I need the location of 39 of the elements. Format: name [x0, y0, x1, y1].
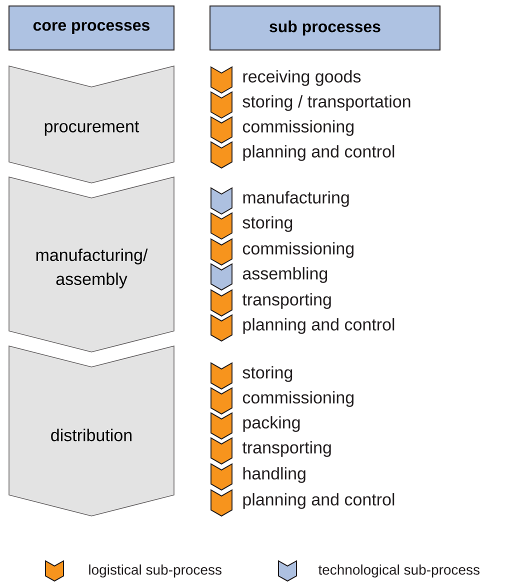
- sub-process-chevron: storing / transportation: [210, 91, 410, 119]
- node-label: planning and control: [243, 145, 394, 161]
- sub-process-chevron: commissioning: [210, 238, 354, 266]
- node-label: packing: [243, 416, 300, 432]
- node-label: storing / transportation: [242, 95, 410, 111]
- node-label: storing: [242, 366, 292, 382]
- core-process-band: distribution: [8, 345, 174, 516]
- header-box: sub processes: [210, 6, 440, 50]
- header-box: core processes: [8, 6, 174, 50]
- node-label: commissioning: [242, 391, 354, 407]
- node-label: transporting: [242, 293, 331, 309]
- sub-process-chevron: packing: [210, 412, 300, 440]
- node-label: planning and control: [243, 318, 394, 334]
- legend-label: logistical sub-process: [89, 564, 222, 578]
- node-label: assembling: [242, 267, 328, 283]
- node-label: planning and control: [243, 493, 394, 509]
- node-label: storing: [242, 216, 292, 232]
- sub-process-chevron: receiving goods: [210, 66, 361, 94]
- legend-label: technological sub-process: [318, 564, 480, 578]
- sub-process-chevron: handling: [210, 463, 306, 491]
- node-label: receiving goods: [243, 70, 361, 86]
- sub-process-chevron: storing: [210, 212, 292, 240]
- node-label: commissioning: [242, 120, 354, 136]
- node-label: transporting: [242, 441, 331, 457]
- node-label: commissioning: [242, 242, 354, 258]
- sub-process-chevron: commissioning: [210, 387, 354, 415]
- sub-process-chevron: storing: [210, 362, 292, 390]
- sub-process-chevron: manufacturing: [210, 187, 349, 215]
- sub-process-chevron: assembling: [210, 263, 328, 291]
- sub-process-chevron: planning and control: [210, 314, 394, 342]
- sub-process-chevron: planning and control: [210, 489, 394, 517]
- node-label: handling: [243, 467, 306, 483]
- node-label: manufacturing: [243, 191, 349, 207]
- core-process-band: manufacturing/ assembly: [8, 176, 174, 352]
- sub-process-chevron: commissioning: [210, 116, 354, 144]
- sub-process-chevron: planning and control: [210, 141, 394, 169]
- core-process-band: procurement: [8, 65, 174, 184]
- sub-process-chevron: transporting: [210, 289, 331, 317]
- sub-process-chevron: transporting: [210, 437, 331, 465]
